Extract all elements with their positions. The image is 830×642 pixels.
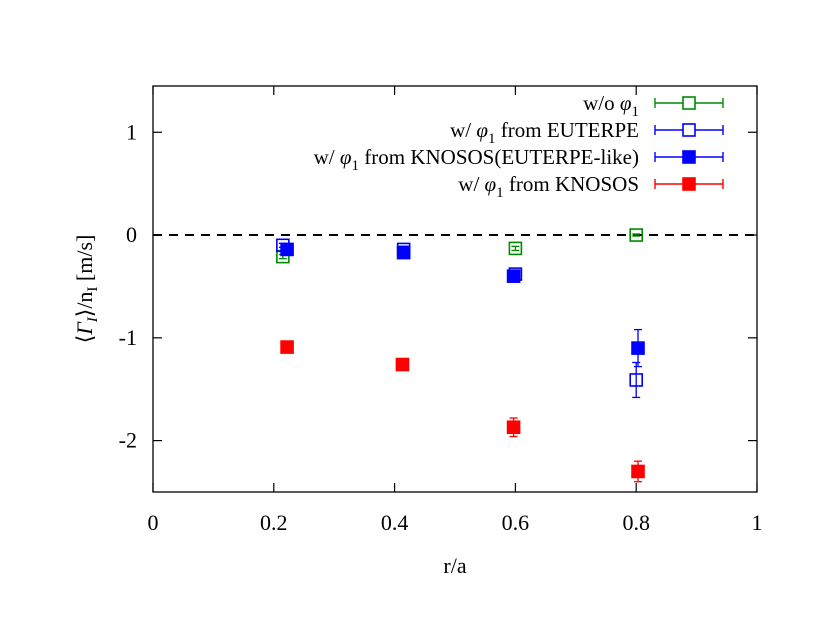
series-3 [280, 242, 645, 368]
ticks-layer: 0 0.2 0.4 0.6 0.8 1 -2 -1 0 1 [119, 86, 763, 535]
series-2 [276, 238, 644, 399]
legend-marker [682, 123, 696, 137]
legend-label: w/ φ1 from KNOSOS [458, 172, 639, 201]
x-tick-label: 1 [752, 510, 763, 535]
legend-label: w/ φ1 from KNOSOS(EUTERPE-like) [314, 145, 639, 174]
y-axis-label: ⟨ΓI⟩/nI [m/s] [72, 235, 101, 344]
series-layer [276, 228, 645, 483]
legend-label: w/ φ1 from EUTERPE [450, 118, 639, 147]
y-tick-label: 0 [126, 222, 137, 247]
data-point [631, 341, 645, 355]
data-point [395, 357, 410, 372]
y-tick-label: -2 [119, 428, 137, 453]
legend-entry-1: w/o φ1 [583, 91, 724, 120]
data-point [629, 228, 644, 242]
plot-frame [152, 85, 758, 493]
x-tick-label: 0.2 [260, 510, 288, 535]
x-tick-label: 0.6 [502, 510, 530, 535]
data-point [629, 373, 644, 387]
legend-label: w/o φ1 [583, 91, 639, 120]
y-tick-label: 1 [126, 119, 137, 144]
data-point [396, 245, 411, 260]
data-point [280, 340, 294, 354]
legend-entry-3: w/ φ1 from KNOSOS(EUTERPE-like) [314, 145, 724, 174]
y-tick-label: -1 [119, 325, 137, 350]
x-tick-label: 0.8 [622, 510, 650, 535]
data-point [280, 242, 294, 257]
x-tick-label: 0.4 [381, 510, 409, 535]
legend-marker [682, 96, 696, 110]
legend-marker [682, 150, 696, 164]
data-point [631, 464, 645, 479]
legend-entry-2: w/ φ1 from EUTERPE [450, 118, 724, 147]
data-point [506, 269, 521, 283]
legend-entry-4: w/ φ1 from KNOSOS [458, 172, 724, 201]
legend-marker [682, 177, 696, 191]
data-point [506, 420, 521, 435]
series-4 [280, 340, 645, 483]
x-axis-label: r/a [443, 553, 466, 578]
x-tick-label: 0 [148, 510, 159, 535]
data-point [508, 241, 523, 256]
